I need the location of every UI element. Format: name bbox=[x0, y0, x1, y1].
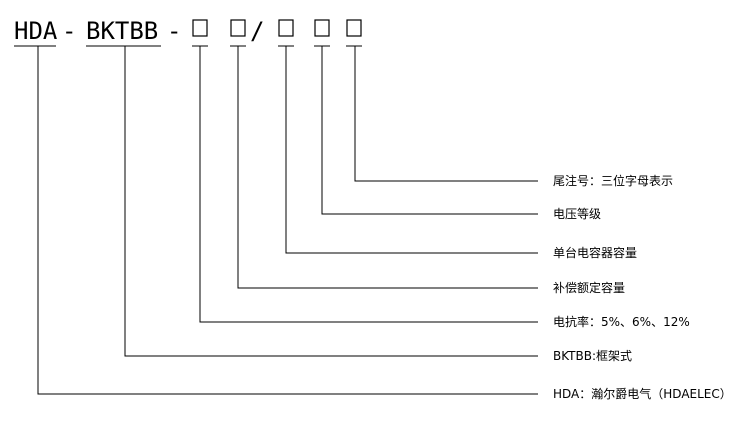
leader-bktbb bbox=[124, 46, 538, 357]
leader-unit-capacity bbox=[285, 46, 538, 254]
code-dash-1: - bbox=[62, 17, 76, 45]
model-code: HDA - BKTBB - / bbox=[14, 17, 362, 45]
desc-bktbb: BKTBB:框架式 bbox=[553, 349, 632, 363]
code-box-rated-capacity bbox=[230, 19, 246, 37]
code-box-reactance-rate bbox=[192, 19, 208, 37]
code-box-voltage-level bbox=[314, 19, 330, 37]
leader-suffix bbox=[354, 46, 538, 182]
code-type-bktbb: BKTBB bbox=[86, 17, 158, 45]
descriptions: 尾注号：三位字母表示 电压等级 单台电容器容量 补偿额定容量 电抗率：5%、6%… bbox=[553, 173, 732, 401]
leader-lines bbox=[37, 46, 538, 395]
desc-rated-capacity: 补偿额定容量 bbox=[553, 280, 625, 295]
leader-rated-capacity bbox=[237, 46, 538, 289]
desc-reactance-rate: 电抗率：5%、6%、12% bbox=[553, 314, 690, 329]
desc-suffix: 尾注号：三位字母表示 bbox=[553, 173, 673, 188]
code-slash: / bbox=[250, 17, 264, 45]
code-box-unit-capacity bbox=[278, 19, 294, 37]
leader-hda bbox=[37, 46, 538, 395]
code-dash-2: - bbox=[167, 17, 181, 45]
leader-reactance-rate bbox=[199, 46, 538, 323]
code-prefix-hda: HDA bbox=[14, 17, 58, 45]
desc-voltage-level: 电压等级 bbox=[553, 207, 601, 221]
desc-hda: HDA：瀚尔爵电气（HDAELEC） bbox=[553, 386, 732, 401]
code-box-suffix bbox=[346, 19, 362, 37]
desc-unit-capacity: 单台电容器容量 bbox=[553, 245, 637, 260]
leader-voltage-level bbox=[321, 46, 538, 215]
